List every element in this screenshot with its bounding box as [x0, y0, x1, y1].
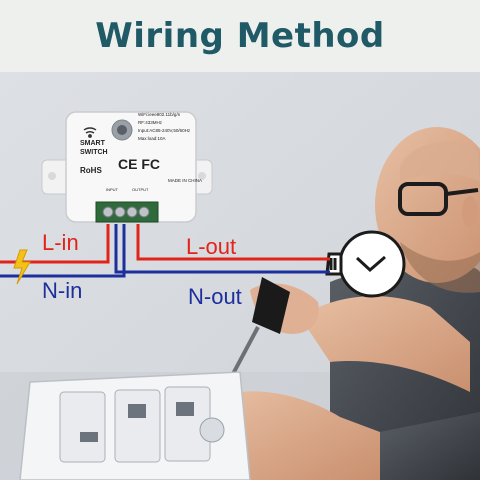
module-spec-line-2: RF:433MHz	[138, 120, 163, 125]
wiring-photo	[0, 72, 480, 480]
man-left-sleeve	[380, 412, 480, 480]
wire-n-in	[0, 224, 126, 278]
label-n-out: N-out	[188, 284, 242, 309]
wiring-lines	[0, 224, 330, 278]
man-ear	[462, 196, 478, 228]
man-right-arm	[300, 296, 470, 392]
light-bulb-icon	[325, 230, 406, 298]
lightning-icon	[13, 249, 31, 285]
glasses-icon	[398, 182, 479, 216]
wall-socket-plate	[19, 371, 251, 480]
label-n-in: N-in	[42, 278, 83, 303]
label-l-in: L-in	[42, 230, 79, 255]
man-beard	[400, 242, 480, 293]
module-output-label: OUTPUT	[132, 187, 149, 192]
module-rohs-mark: RoHS	[80, 166, 102, 175]
module-input-label: INPUT	[106, 187, 118, 192]
smart-switch-module	[41, 111, 213, 223]
wifi-icon	[83, 127, 97, 138]
module-spec-line-3: Input:AC85-240V,50/60Hz	[138, 128, 191, 133]
man-left-hand	[208, 391, 380, 480]
module-ce-fc-marks: CE FC	[118, 156, 160, 172]
wire-l-in	[0, 224, 110, 264]
wire-l-out	[136, 224, 330, 261]
module-name-line2: SWITCH	[80, 149, 108, 156]
title-bar: Wiring Method	[0, 0, 480, 72]
man-forehead	[400, 141, 480, 182]
page-title: Wiring Method	[95, 16, 385, 56]
module-name-line1: SMART	[80, 140, 105, 147]
wire-n-out	[114, 224, 330, 274]
module-spec-line-1: WiFi:ieee802.11b/g/n	[138, 112, 181, 117]
label-l-out: L-out	[186, 234, 237, 259]
module-made-in: MADE IN CHINA	[168, 178, 203, 183]
module-spec-line-4: Max:load:10A	[138, 136, 166, 141]
